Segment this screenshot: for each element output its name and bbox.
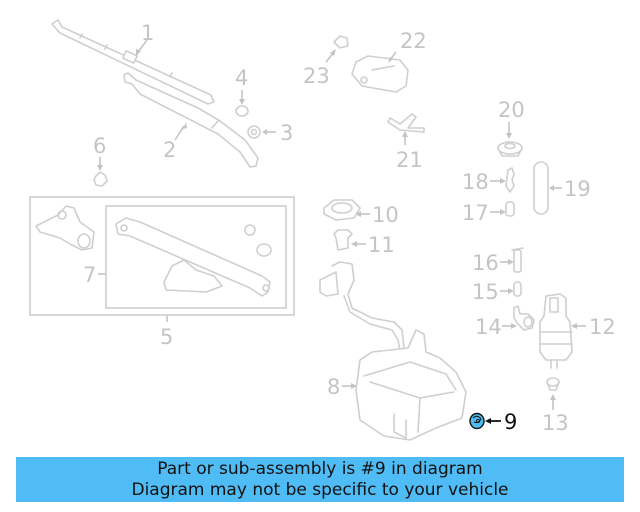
callout-12: 12 [589, 315, 616, 339]
callout-23: 23 [303, 64, 330, 88]
callout-10: 10 [372, 203, 399, 227]
callout-9[interactable]: 9 [504, 410, 517, 434]
part-18-joint [505, 167, 515, 193]
callout-17: 17 [462, 201, 489, 225]
callout-21: 21 [396, 148, 423, 172]
part-14-connector [513, 305, 535, 331]
callout-20: 20 [498, 98, 525, 122]
part-4-cap [235, 105, 249, 117]
part-7-linkage-box [105, 205, 287, 309]
callout-19: 19 [564, 177, 591, 201]
banner-line-disclaimer: Diagram may not be specific to your vehi… [131, 480, 509, 500]
part-23-nozzle-cap [333, 35, 349, 49]
part-6-clip [93, 171, 108, 187]
linkage-arm [115, 217, 272, 297]
callout-11: 11 [368, 233, 395, 257]
part-19-hose [533, 161, 549, 215]
callout-1: 1 [141, 21, 154, 45]
callout-4: 4 [235, 66, 248, 90]
part-8-washer-reservoir [319, 261, 467, 441]
banner-line-part: Part or sub-assembly is #9 in diagram [157, 459, 483, 479]
callout-5: 5 [160, 325, 173, 349]
callout-6: 6 [93, 134, 106, 158]
wiper-motor [35, 205, 95, 251]
callout-3: 3 [280, 121, 293, 145]
leader-2 [174, 125, 185, 141]
part-16-check-valve [511, 247, 524, 273]
callout-8: 8 [327, 375, 340, 399]
callout-7: 7 [83, 263, 96, 287]
part-1-wiper-blade [51, 19, 215, 105]
callout-13: 13 [542, 411, 569, 435]
part-11-filler-seal [333, 229, 353, 251]
info-banner: Part or sub-assembly is #9 in diagram Di… [16, 457, 624, 502]
part-5-assembly-box [29, 196, 295, 316]
part-3-nut [247, 125, 261, 139]
part-22-washer-nozzle [351, 55, 409, 93]
callout-16: 16 [472, 251, 499, 275]
part-20-cowl-grommet [497, 141, 523, 157]
part-2-wiper-arm [123, 72, 259, 168]
part-12-washer-pump [539, 293, 573, 369]
callout-22: 22 [400, 29, 427, 53]
callout-2: 2 [163, 138, 176, 162]
part-17-nozzle-plug [505, 201, 515, 217]
part-13-pump-grommet [546, 377, 560, 391]
callout-15: 15 [472, 280, 499, 304]
part-10-reservoir-cap [323, 199, 361, 221]
callout-14: 14 [475, 315, 502, 339]
callout-18: 18 [462, 170, 489, 194]
part-21-y-connector [387, 113, 425, 133]
leader-1 [137, 39, 148, 53]
part-15-plug [513, 281, 522, 297]
part-9-grommet-highlighted[interactable] [469, 412, 485, 430]
